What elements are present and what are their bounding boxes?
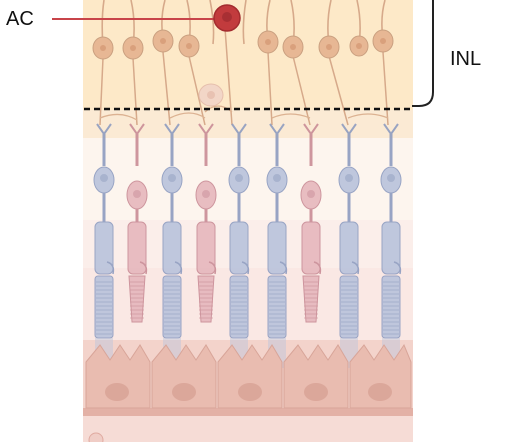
bipolar-cell	[178, 34, 200, 58]
bipolar-cell	[372, 29, 394, 53]
bipolar-cell	[318, 35, 340, 59]
axon-line	[132, 57, 138, 126]
bipolar-cell	[152, 29, 174, 53]
axon-line	[267, 51, 273, 126]
bipolar-cell	[92, 36, 114, 60]
bipolar-cell	[349, 35, 369, 57]
bipolar-cell	[257, 30, 279, 54]
bipolar-cell	[282, 35, 304, 59]
axon-line	[292, 55, 311, 126]
rpe-cell	[151, 344, 217, 409]
cone-photoreceptor	[300, 123, 322, 323]
axon-line	[99, 57, 104, 126]
horizontal-cell	[198, 83, 224, 107]
inl-bracket	[412, 0, 434, 107]
photoreceptor-layer	[93, 123, 402, 368]
amacrine-cell-highlighted	[213, 4, 241, 32]
cone-photoreceptor	[126, 123, 148, 323]
inl-neuron-axons	[99, 27, 389, 126]
rpe-cell	[283, 344, 349, 409]
axon-line	[382, 51, 389, 126]
rod-photoreceptor	[93, 123, 115, 368]
process-line	[242, 0, 247, 45]
bruchs-membrane	[83, 408, 413, 416]
process-line	[209, 0, 215, 45]
rod-photoreceptor	[338, 123, 360, 368]
branch-line	[169, 112, 206, 119]
bipolar-cell	[122, 36, 144, 60]
branch-line	[271, 113, 311, 119]
ac-label: AC	[6, 8, 34, 30]
choroid-vessel	[88, 432, 104, 442]
rpe-cell	[85, 344, 151, 409]
branch-line	[99, 113, 138, 121]
axon-line	[328, 55, 349, 126]
inl-label: INL	[450, 48, 482, 70]
branch-line	[347, 113, 389, 119]
axon-line	[162, 51, 171, 126]
cone-photoreceptor	[195, 123, 217, 323]
axon-line	[224, 27, 233, 126]
axon-line	[188, 55, 206, 126]
rpe-cell	[217, 344, 283, 409]
rpe-cell	[349, 343, 412, 409]
rod-photoreceptor	[380, 123, 402, 368]
rpe-cells	[85, 343, 412, 409]
choroid-band	[83, 416, 413, 442]
inl-neurons	[92, 29, 394, 107]
rod-photoreceptor	[228, 123, 250, 368]
